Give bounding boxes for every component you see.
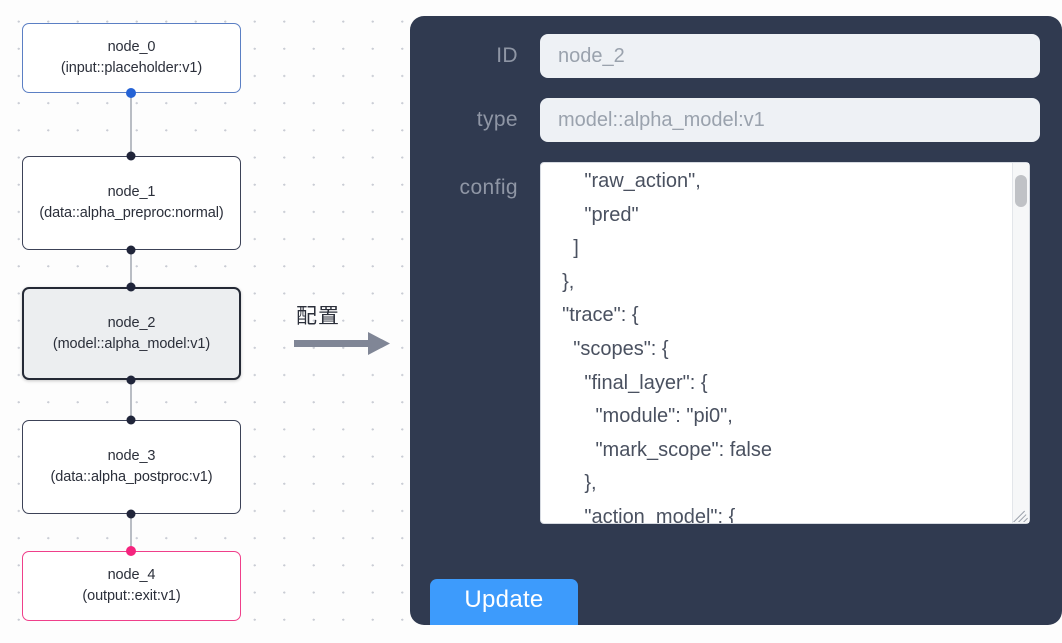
node_4-input-handle[interactable] (126, 546, 136, 556)
graph-node-node_2[interactable]: node_2 (model::alpha_model:v1) (22, 287, 241, 380)
arrow-right-icon (294, 332, 390, 355)
config-field-row: config "raw_action", "pred" ] }, "trace"… (420, 162, 1040, 524)
transition-label: 配置 (296, 304, 340, 328)
edge-1-2 (130, 250, 132, 287)
graph-node-node_4[interactable]: node_4 (output::exit:v1) (22, 551, 241, 621)
graph-node-node_1[interactable]: node_1 (data::alpha_preproc:normal) (22, 156, 241, 250)
node-label: node_1 (data::alpha_preproc:normal) (39, 184, 224, 221)
id-field-label: ID (496, 44, 518, 67)
update-button[interactable]: Update (430, 579, 578, 625)
node-label: node_2 (model::alpha_model:v1) (52, 314, 211, 352)
node_1-output-handle[interactable] (126, 245, 136, 255)
type-field-label: type (476, 108, 518, 131)
id-field-row: ID (420, 34, 1040, 78)
config-scrollbar-track[interactable] (1012, 163, 1029, 523)
id-input[interactable] (540, 34, 1040, 78)
node-label: node_3 (data::alpha_postproc:v1) (50, 448, 213, 485)
config-field-label: config (459, 176, 518, 199)
edge-0-1 (130, 93, 132, 156)
graph-node-node_3[interactable]: node_3 (data::alpha_postproc:v1) (22, 420, 241, 514)
type-field-row: type (420, 98, 1040, 142)
node-label: node_4 (output::exit:v1) (82, 567, 181, 604)
config-textarea[interactable]: "raw_action", "pred" ] }, "trace": { "sc… (540, 162, 1030, 524)
node_2-input-handle[interactable] (126, 282, 136, 292)
edge-2-3 (130, 380, 132, 420)
config-textarea-wrapper: "raw_action", "pred" ] }, "trace": { "sc… (540, 162, 1030, 524)
node_3-input-handle[interactable] (126, 415, 136, 425)
node_2-output-handle[interactable] (126, 375, 136, 385)
resize-handle-icon[interactable] (1013, 507, 1028, 522)
node-label: node_0 (input::placeholder:v1) (60, 39, 203, 76)
config-scrollbar-thumb[interactable] (1015, 175, 1027, 207)
node_0-output-handle[interactable] (126, 88, 136, 98)
node_1-input-handle[interactable] (126, 151, 136, 161)
graph-node-node_0[interactable]: node_0 (input::placeholder:v1) (22, 23, 241, 93)
node-inspector-panel: ID type config "raw_action", "pred" ] },… (410, 16, 1062, 625)
edge-3-4 (130, 514, 132, 551)
type-input[interactable] (540, 98, 1040, 142)
node_3-output-handle[interactable] (126, 509, 136, 519)
